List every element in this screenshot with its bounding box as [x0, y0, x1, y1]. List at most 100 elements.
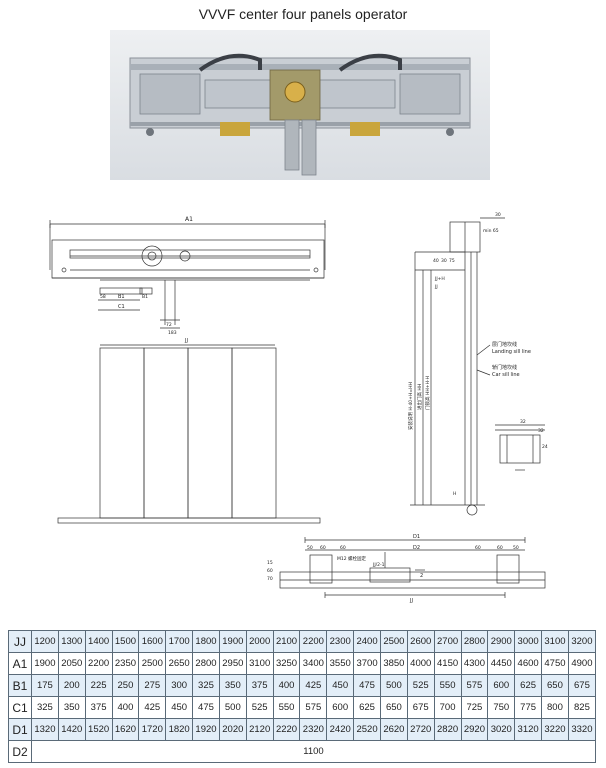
table-cell: 2820 — [433, 718, 462, 741]
table-cell: 4300 — [460, 652, 489, 675]
table-cell: 475 — [192, 696, 220, 719]
table-cell: 525 — [245, 696, 274, 719]
table-cell: 600 — [326, 696, 355, 719]
table-cell: 2720 — [406, 718, 435, 741]
side-label-min65: min 65 — [483, 228, 499, 234]
table-cell: 600 — [487, 674, 516, 697]
table-cell: 400 — [111, 696, 140, 719]
row-header: JJ — [8, 630, 32, 653]
table-cell: 500 — [379, 674, 408, 697]
table-cell: 2620 — [379, 718, 408, 741]
row-header: A1 — [8, 652, 32, 675]
table-cell: 3400 — [299, 652, 328, 675]
top-label-60e: 60 — [267, 568, 273, 574]
table-cell: 1900 — [31, 652, 59, 675]
table-cell: 700 — [433, 696, 462, 719]
side-label-jjh: JJ+H — [434, 276, 445, 282]
table-cell: 3200 — [567, 630, 597, 653]
table-cell: 325 — [31, 696, 59, 719]
table-cell: 3100 — [541, 630, 569, 653]
table-cell: 1620 — [111, 718, 140, 741]
table-cell: 550 — [272, 696, 301, 719]
table-cell: 1300 — [57, 630, 86, 653]
top-label-50b: 50 — [513, 545, 519, 551]
front-label-72: 72 — [166, 322, 172, 328]
front-label-b1: B1 — [118, 294, 125, 300]
table-cell: 675 — [567, 674, 597, 697]
table-cell: 2400 — [353, 630, 381, 653]
table-cell: 2000 — [245, 630, 274, 653]
table-cell: 450 — [326, 674, 355, 697]
table-cell: 2520 — [353, 718, 381, 741]
table-cell: 1100 — [31, 740, 596, 763]
side-view-drawing: 30 min 65 40 30 75 JJ+H JJ 层门地坎线 Landing… — [407, 212, 548, 516]
table-cell: 2220 — [272, 718, 301, 741]
table-cell: 375 — [245, 674, 274, 697]
table-cell: 2920 — [460, 718, 489, 741]
table-cell: 1920 — [192, 718, 220, 741]
table-cell: 1520 — [84, 718, 113, 741]
table-cell: 2350 — [111, 652, 140, 675]
top-label-15: 15 — [267, 560, 273, 566]
table-cell: 2800 — [460, 630, 489, 653]
table-cell: 1600 — [138, 630, 167, 653]
table-cell: 375 — [84, 696, 113, 719]
table-cell: 650 — [541, 674, 569, 697]
top-label-60d: 60 — [497, 545, 503, 551]
side-label-door-height: 进出门高 HH — [416, 384, 423, 410]
table-cell: 575 — [460, 674, 489, 697]
front-label-c1: C1 — [118, 304, 125, 310]
top-label-50a: 50 — [307, 545, 313, 551]
table-cell: 575 — [299, 696, 328, 719]
top-label-d1: D1 — [413, 534, 420, 540]
table-cell: 200 — [57, 674, 86, 697]
table-cell: 3550 — [326, 652, 355, 675]
table-cell: 3120 — [514, 718, 543, 741]
side-label-24: 24 — [542, 444, 548, 450]
table-cell: 2900 — [487, 630, 516, 653]
table-cell: 2800 — [192, 652, 220, 675]
table-cell: 400 — [272, 674, 301, 697]
table-cell: 825 — [567, 696, 597, 719]
table-cell: 1700 — [165, 630, 194, 653]
table-cell: 2300 — [326, 630, 355, 653]
operator-body — [129, 53, 471, 176]
table-cell: 4900 — [567, 652, 597, 675]
front-view-drawing: A1 B1 C1 58 B1 72 183 JJ — [49, 216, 326, 524]
row-header: D2 — [8, 740, 32, 763]
table-cell: 1800 — [192, 630, 220, 653]
side-label-landing-cn: 层门地坎线 — [492, 341, 517, 348]
top-view-drawing: D1 D2 50 60 60 M12 螺栓固定 60 60 50 JJ/2-1 … — [267, 534, 546, 604]
table-cell: 3250 — [272, 652, 301, 675]
table-cell: 2500 — [379, 630, 408, 653]
table-cell: 350 — [218, 674, 247, 697]
table-cell: 475 — [353, 674, 381, 697]
table-cell: 3700 — [353, 652, 381, 675]
page-title: VVVF center four panels operator — [198, 6, 408, 22]
table-cell: 4150 — [433, 652, 462, 675]
table-cell: 1200 — [31, 630, 59, 653]
row-header: B1 — [8, 674, 32, 697]
top-label-60b: 60 — [340, 545, 346, 551]
side-label-landing-en: Landing sill line — [492, 349, 531, 355]
table-cell: 2950 — [218, 652, 247, 675]
table-cell: 3850 — [379, 652, 408, 675]
table-cell: 550 — [433, 674, 462, 697]
top-label-2: 2 — [420, 573, 423, 579]
table-cell: 4600 — [514, 652, 543, 675]
table-cell: 750 — [487, 696, 516, 719]
table-cell: 1420 — [57, 718, 86, 741]
side-label-lock-height: 门锁高 HH+H-H — [424, 376, 431, 410]
table-cell: 1900 — [218, 630, 247, 653]
table-cell: 3000 — [514, 630, 543, 653]
front-label-183: 183 — [168, 330, 177, 336]
top-label-jj: JJ — [409, 598, 413, 604]
table-cell: 1720 — [138, 718, 167, 741]
front-label-jj: JJ — [184, 338, 188, 344]
table-cell: 2100 — [272, 630, 301, 653]
table-cell: 250 — [111, 674, 140, 697]
